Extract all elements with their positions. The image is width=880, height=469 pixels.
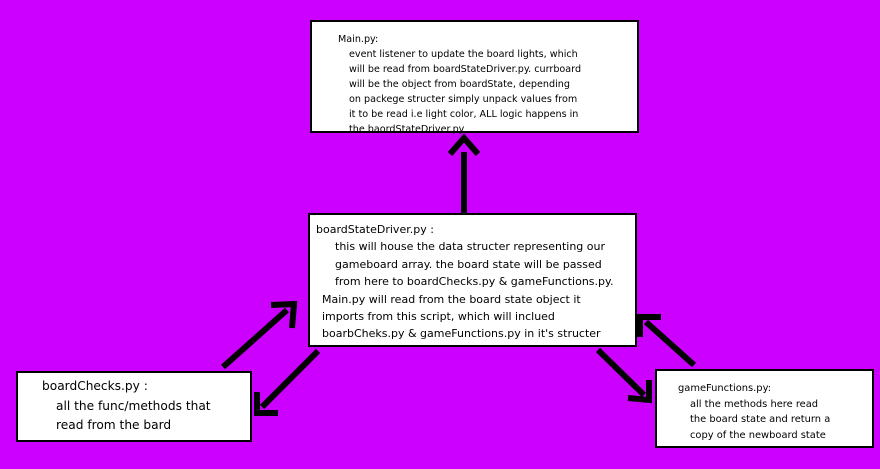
game-functions-box: gameFunctions.py: all the methods here r… xyxy=(655,369,874,448)
board-checks-line: all the func/methods that xyxy=(56,398,211,413)
board-checks-title: boardChecks.py : xyxy=(42,379,148,393)
arrow-driver-to-main xyxy=(447,133,481,214)
game-functions-line: all the methods here read xyxy=(690,398,819,410)
board-checks-box: boardChecks.py : all the func/methods th… xyxy=(16,371,252,442)
arrow-game-to-driver xyxy=(637,314,697,368)
game-functions-line: copy of the newboard state xyxy=(690,430,826,442)
board-state-driver-title: boardStateDriver.py : xyxy=(316,223,434,236)
main-py-line: on packege structer simply unpack values… xyxy=(349,94,578,105)
board-state-driver-line: gameboard array. the board state will be… xyxy=(335,257,602,271)
main-py-box: Main.py: event listener to update the bo… xyxy=(310,20,639,135)
board-state-driver-line: boarbCheks.py & gameFunctions.py in it's… xyxy=(322,327,601,341)
main-py-line: the baordStateDriver.py xyxy=(349,124,465,135)
main-py-line: will be read from boardStateDriver.py. c… xyxy=(349,64,582,75)
board-state-driver-line: this will house the data structer repres… xyxy=(335,240,605,254)
main-py-line: it to be read i.e light color, ALL logic… xyxy=(349,109,579,120)
board-state-driver-line: imports from this script, which will inc… xyxy=(322,310,555,324)
board-state-driver-box: boardStateDriver.py : this will house th… xyxy=(308,213,637,347)
board-state-driver-line: Main.py will read from the board state o… xyxy=(322,292,581,306)
game-functions-title: gameFunctions.py: xyxy=(678,383,772,394)
arrow-driver-to-game xyxy=(595,347,652,404)
arrow-driver-to-checks xyxy=(254,348,321,416)
main-py-line: will be the object from boardState, depe… xyxy=(349,79,570,90)
arrow-checks-to-driver xyxy=(221,300,298,370)
game-functions-line: the board state and return a xyxy=(690,414,831,426)
main-py-line: event listener to update the board light… xyxy=(349,49,578,60)
board-state-driver-line: from here to boardChecks.py & gameFuncti… xyxy=(335,275,614,289)
board-checks-line: read from the bard xyxy=(56,418,172,432)
main-py-title: Main.py: xyxy=(338,34,379,45)
